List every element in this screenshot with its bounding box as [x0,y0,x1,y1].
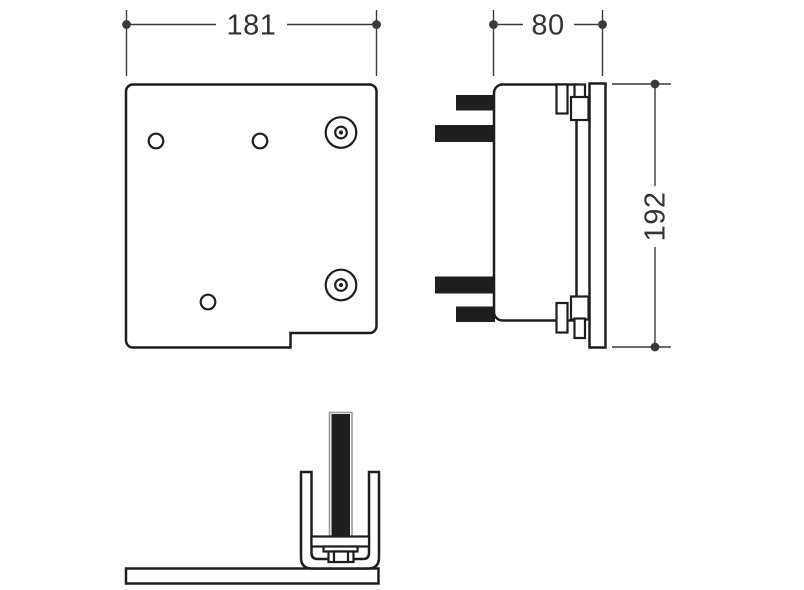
dimension-height-value: 192 [640,192,672,242]
rubber-peg-top-short [456,95,495,111]
clamp-nut-inner [332,550,350,564]
clamp-bridge [310,535,371,548]
bottom-view [124,411,381,585]
dimension-endpoint [650,342,660,352]
rubber-peg-bottom-short [456,306,495,322]
screw-hole-top-left [147,132,165,150]
fixing-center-dot [338,130,344,135]
dimension-width-value: 181 [227,10,277,42]
side-view [435,82,607,349]
dimension-depth: 80 [489,10,607,76]
screw-head-top [569,95,590,122]
fixing-point-top-right [324,116,358,149]
rubber-peg-top-long [435,125,495,142]
screw-neck-bottom [573,317,587,340]
clip-tab-top [555,83,569,115]
wall-plate-edge [588,82,607,349]
rubber-peg-bottom-long [435,276,495,294]
dimension-endpoint [598,20,607,29]
dimension-endpoint [650,79,660,89]
dimension-depth-value: 80 [531,10,564,42]
fixing-point-bottom-right [324,268,358,302]
clip-tab-bottom [555,301,569,334]
dimension-height: 192 [612,79,672,352]
screw-head-bottom [569,295,590,321]
glass-panel-bar [331,414,350,537]
cover-body-outline [492,83,578,322]
mounting-plate-outline [124,83,378,349]
dimension-endpoint [122,20,131,29]
dimension-endpoint [372,20,381,29]
fixing-center-dot [338,282,344,288]
u-channel-bracket [299,470,381,570]
front-view [124,83,378,349]
base-plate-edge [124,567,380,585]
dimension-endpoint [489,20,498,29]
screw-hole-top-center [251,132,269,150]
screw-hole-bottom [199,293,217,311]
dimension-width: 181 [122,10,381,76]
screw-neck-top [573,83,587,99]
